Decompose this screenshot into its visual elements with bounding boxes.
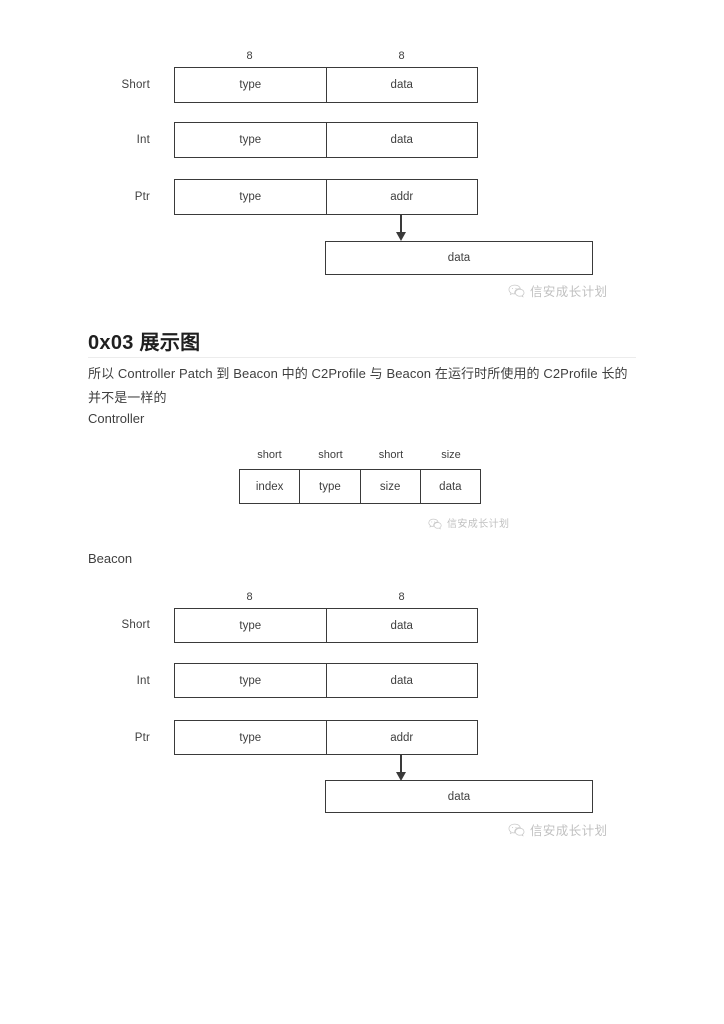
struct-row-short: type data (174, 67, 478, 103)
size-header-data: size (441, 449, 461, 461)
size-header-col2: 8 (398, 591, 405, 603)
row-label-int: Int (136, 675, 150, 687)
struct-cell: data (447, 252, 471, 264)
wechat-logo-icon (508, 823, 525, 837)
body-paragraph: 所以 Controller Patch 到 Beacon 中的 C2Profil… (88, 366, 628, 405)
pointer-target-box: data (325, 780, 593, 813)
struct-row-int: type data (174, 663, 478, 698)
size-header-col2: 8 (398, 50, 405, 62)
size-header-size: short (378, 449, 404, 461)
watermark: 信安成长计划 (508, 281, 607, 300)
pointer-target-box: data (325, 241, 593, 275)
watermark-text: 信安成长计划 (447, 519, 510, 530)
row-label-short: Short (121, 619, 150, 631)
struct-cell: type (175, 123, 327, 157)
struct-cell: type (300, 470, 361, 503)
struct-cell: data (390, 79, 413, 91)
size-header-col1: 8 (246, 50, 253, 62)
struct-cell: index (240, 470, 301, 503)
struct-cell: addr (390, 731, 414, 744)
struct-cell: type (175, 180, 327, 214)
controller-struct-row: index type size data (239, 469, 481, 504)
struct-cell: type (175, 609, 327, 642)
struct-cell: data (390, 674, 413, 687)
struct-cell: data (390, 134, 413, 146)
struct-cell: addr (390, 191, 414, 203)
heading-divider (88, 357, 636, 358)
controller-section-label: Controller (88, 411, 145, 426)
watermark-text: 信安成长计划 (530, 823, 608, 838)
page-heading: 0x03 展示图 (88, 332, 201, 354)
row-label-int: Int (136, 134, 150, 146)
pointer-arrow-icon (396, 755, 406, 781)
watermark: 信安成长计划 (428, 515, 509, 530)
row-label-ptr: Ptr (134, 732, 150, 744)
wechat-logo-icon (508, 284, 525, 298)
beacon-section-label: Beacon (88, 551, 133, 566)
struct-row-ptr: type addr (174, 720, 478, 755)
watermark: 信安成长计划 (508, 820, 607, 839)
struct-row-int: type data (174, 122, 478, 158)
beacon-struct-diagram-top: 8 8 Short type data Int type data Ptr ty… (0, 0, 724, 310)
row-label-ptr: Ptr (134, 191, 150, 203)
struct-cell: data (447, 790, 471, 803)
struct-cell: type (175, 664, 327, 697)
struct-cell: type (175, 68, 327, 102)
struct-cell: data (439, 480, 462, 493)
size-header-index: short (257, 449, 282, 461)
struct-cell: type (175, 721, 327, 754)
pointer-arrow-icon (396, 215, 406, 241)
size-header-type: short (318, 449, 343, 461)
size-header-col1: 8 (246, 591, 253, 603)
watermark-text: 信安成长计划 (530, 284, 608, 299)
struct-cell: data (390, 619, 413, 632)
struct-row-short: type data (174, 608, 478, 643)
struct-cell: size (361, 470, 421, 503)
struct-row-ptr: type addr (174, 179, 478, 215)
wechat-logo-icon (428, 517, 442, 529)
row-label-short: Short (121, 79, 150, 91)
